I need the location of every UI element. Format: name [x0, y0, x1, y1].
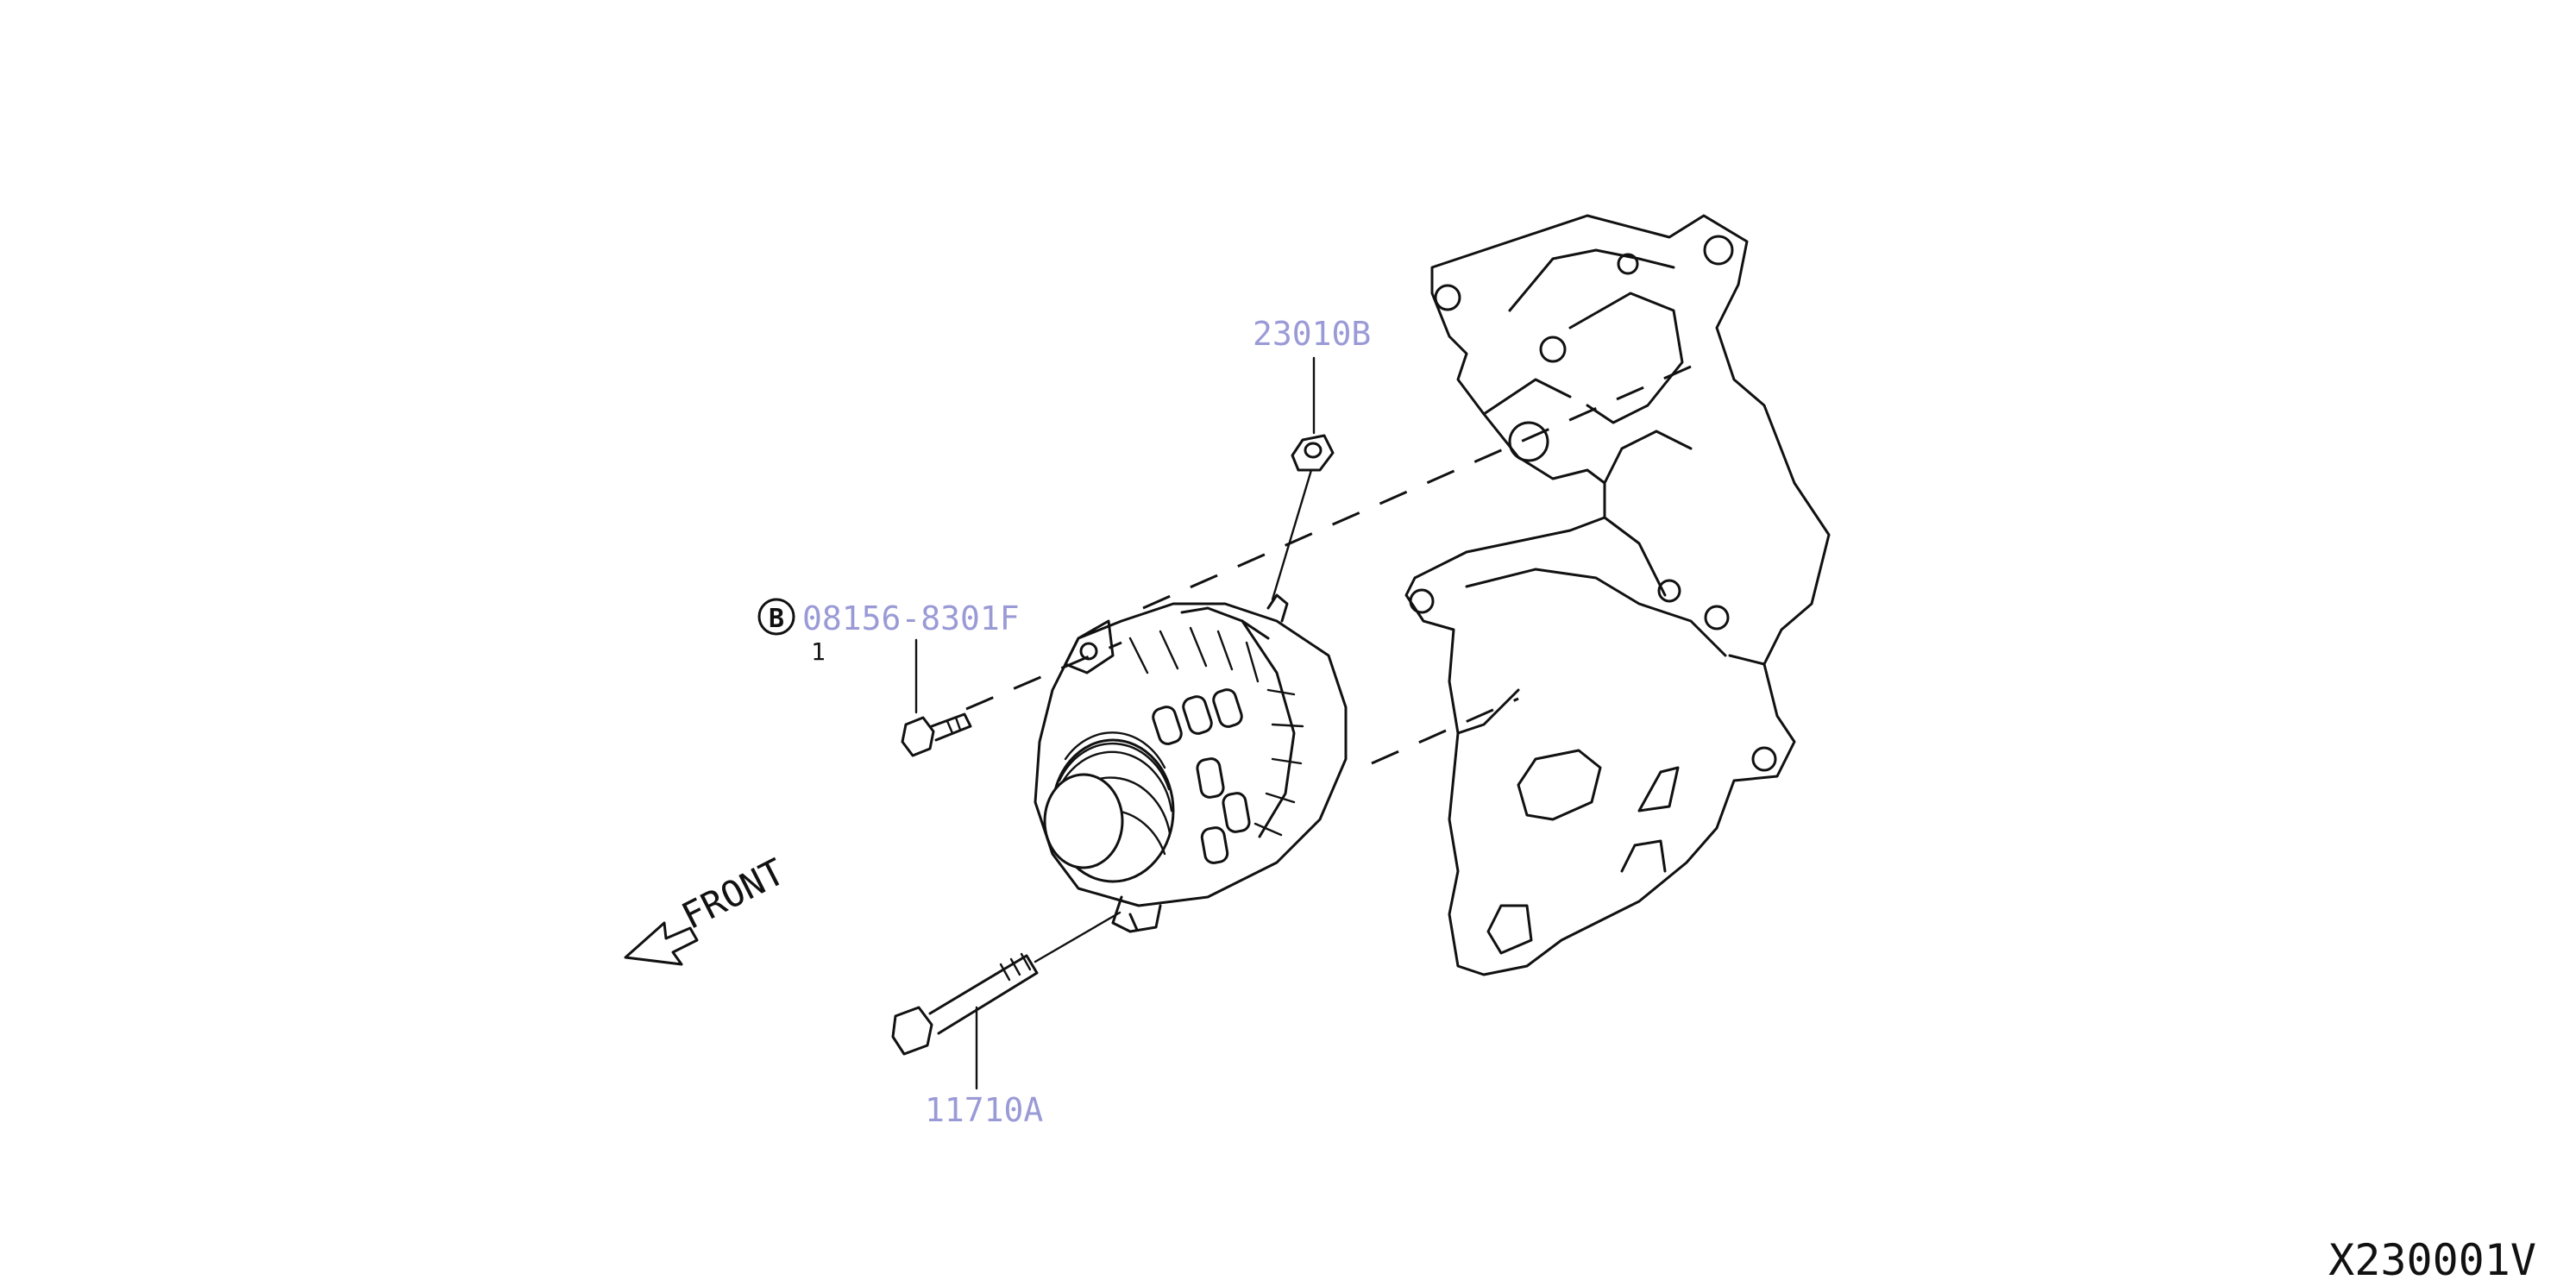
upper-bolt [901, 638, 972, 757]
nut [1271, 356, 1335, 601]
reference-circle-letter: B [769, 604, 784, 634]
callout-08156-8301F-group: B 08156-8301F 1 [757, 598, 1020, 666]
front-label: FRONT [675, 850, 791, 938]
centerline-upper-bolt [965, 641, 1122, 711]
assembly-center-lines [965, 365, 1692, 765]
centerline-lower [1371, 697, 1519, 765]
lower-bolt [891, 911, 1122, 1090]
centerline-upper [1142, 365, 1692, 610]
front-arrow-icon [624, 921, 699, 966]
front-direction-indicator: FRONT [624, 850, 791, 966]
figure-code: X230001V [2328, 1235, 2536, 1280]
alternator [1034, 593, 1348, 933]
callout-08156-8301F: 08156-8301F [802, 599, 1020, 637]
alternator-bracket [1404, 214, 1831, 976]
callout-11710A: 11710A [925, 1091, 1043, 1129]
reference-circle-symbol [757, 598, 795, 636]
callout-23010B: 23010B [1253, 315, 1371, 353]
callout-quantity: 1 [811, 637, 826, 666]
